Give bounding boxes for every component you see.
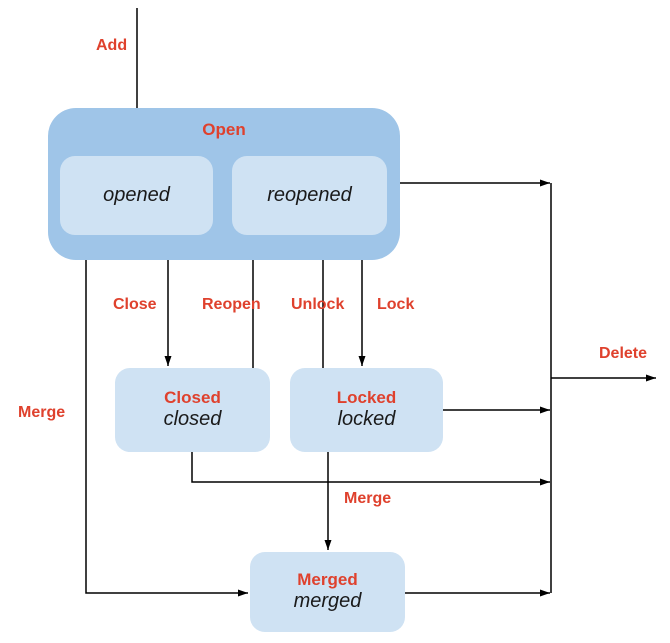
transition-label-delete: Delete — [599, 345, 648, 362]
arrowhead-delete — [646, 374, 656, 382]
transition-label-unlock: Unlock — [291, 296, 345, 313]
arrowhead-open-to-junction — [540, 179, 550, 187]
state-merged: Merged merged — [250, 552, 405, 632]
state-locked: Locked locked — [290, 368, 443, 452]
transition-label-merge-bottom: Merge — [344, 490, 392, 507]
state-opened: opened — [60, 156, 213, 235]
state-opened-label: opened — [103, 183, 170, 206]
state-merged-label: merged — [293, 590, 362, 613]
transition-label-reopen: Reopen — [202, 296, 261, 313]
transition-label-close: Close — [113, 296, 157, 313]
arrowhead-merge-from-open — [238, 589, 248, 597]
arrowhead-lock — [358, 356, 366, 366]
state-closed: Closed closed — [115, 368, 270, 452]
arrowhead-merged-to-junction — [540, 589, 550, 597]
arrowhead-merge-from-locked — [324, 540, 332, 550]
state-group-open-label: Open — [202, 120, 246, 139]
state-locked-title: Locked — [336, 388, 397, 408]
state-closed-title: Closed — [164, 388, 221, 408]
arrowhead-closed-to-junction — [540, 478, 550, 486]
transition-label-merge-left: Merge — [18, 404, 66, 421]
arrowhead-close — [164, 356, 172, 366]
state-merged-title: Merged — [297, 570, 358, 590]
state-locked-label: locked — [337, 408, 396, 431]
state-closed-label: closed — [163, 408, 222, 431]
transition-label-add: Add — [96, 37, 128, 54]
edge-closed-to-junction — [191, 452, 550, 483]
transition-label-lock: Lock — [377, 296, 415, 313]
arrowhead-locked-to-junction — [540, 406, 550, 414]
state-reopened: reopened — [232, 156, 387, 235]
state-reopened-label: reopened — [267, 183, 352, 206]
